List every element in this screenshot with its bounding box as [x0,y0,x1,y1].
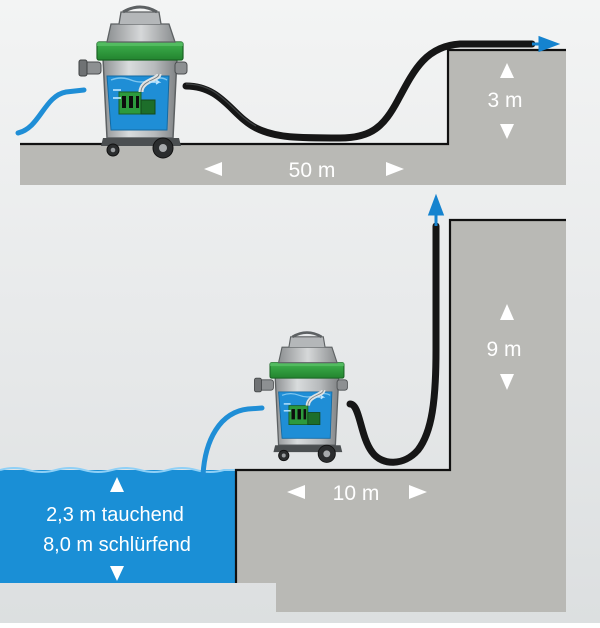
depth-arrow-up [110,477,124,492]
bottom-distance-arrow-right [409,485,427,499]
top-height-arrow-down [500,124,514,139]
top-distance-arrow-left [204,162,222,176]
bottom-scenario: 9 m 10 m 2,3 m tauchend 8,0 m schlürfend [0,193,566,612]
top-discharge-hose [182,40,536,142]
bottom-height-arrow-up [500,304,514,320]
top-scenario: 3 m 50 m [15,7,566,185]
bottom-discharge-hose [346,222,440,466]
bottom-distance-arrow-left [287,485,305,499]
bottom-ground [236,220,566,612]
top-distance-label: 50 m [289,159,336,182]
bottom-ground-edge [234,218,566,583]
bottom-height-label: 9 m [486,338,521,361]
bottom-pump [255,333,348,463]
bottom-distance-label: 10 m [333,482,380,505]
bottom-height-arrow-down [500,374,514,390]
top-intake-hose [15,87,87,136]
top-pump [79,7,187,158]
water-surface [0,467,236,473]
top-height-arrow-up [500,63,514,78]
depth-label-submersed: 2,3 m tauchend [46,504,184,526]
top-distance-arrow-right [386,162,404,176]
bottom-intake-hose [200,405,265,478]
depth-label-sipping: 8,0 m schlürfend [43,534,191,556]
top-outflow-arrow [532,35,561,53]
top-ground-edge [20,48,566,146]
top-height-label: 3 m [487,89,522,112]
depth-arrow-down [110,566,124,581]
bottom-outflow-arrow [427,193,445,226]
